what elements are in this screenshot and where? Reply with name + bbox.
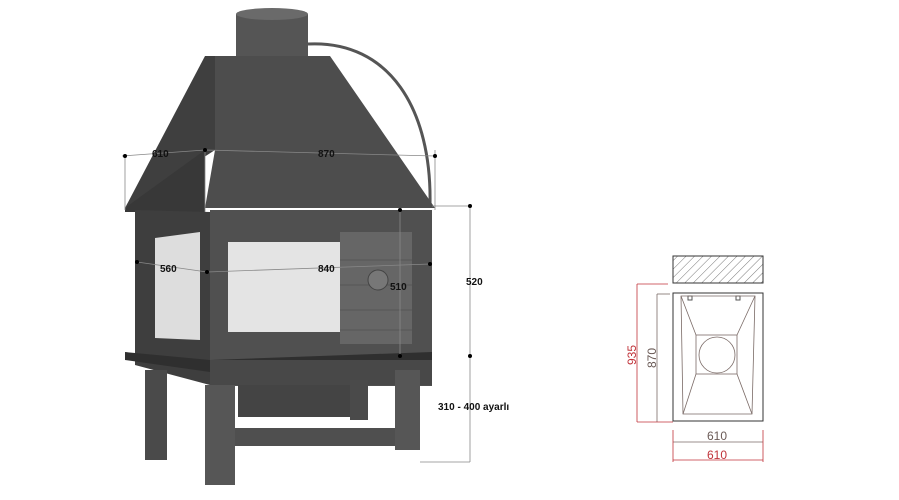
dimension-lines [121, 149, 471, 463]
dim-560-side: 560 [160, 264, 177, 275]
dim-840-front: 840 [318, 264, 335, 275]
plan-dim-610-inner: 610 [707, 429, 727, 443]
chimney-pipe [236, 8, 308, 58]
dim-870-width: 870 [318, 149, 335, 160]
side-glass [155, 232, 200, 340]
dim-610-depth: 610 [152, 149, 169, 160]
firebox-body [125, 210, 432, 386]
plan-view: 935 870 610 610 [625, 255, 764, 462]
plan-dim-610-outer: 610 [707, 448, 727, 462]
hood [125, 56, 435, 212]
front-glass [228, 242, 340, 332]
dim-510-height: 510 [390, 282, 407, 293]
dimension-dots [123, 148, 472, 358]
stand [145, 370, 420, 485]
dim-leg-height: 310 - 400 ayarlı [438, 402, 509, 413]
plan-dim-935: 935 [625, 345, 639, 365]
dim-520-height: 520 [466, 277, 483, 288]
handle-rod [307, 42, 432, 206]
plan-dim-870: 870 [645, 348, 659, 368]
